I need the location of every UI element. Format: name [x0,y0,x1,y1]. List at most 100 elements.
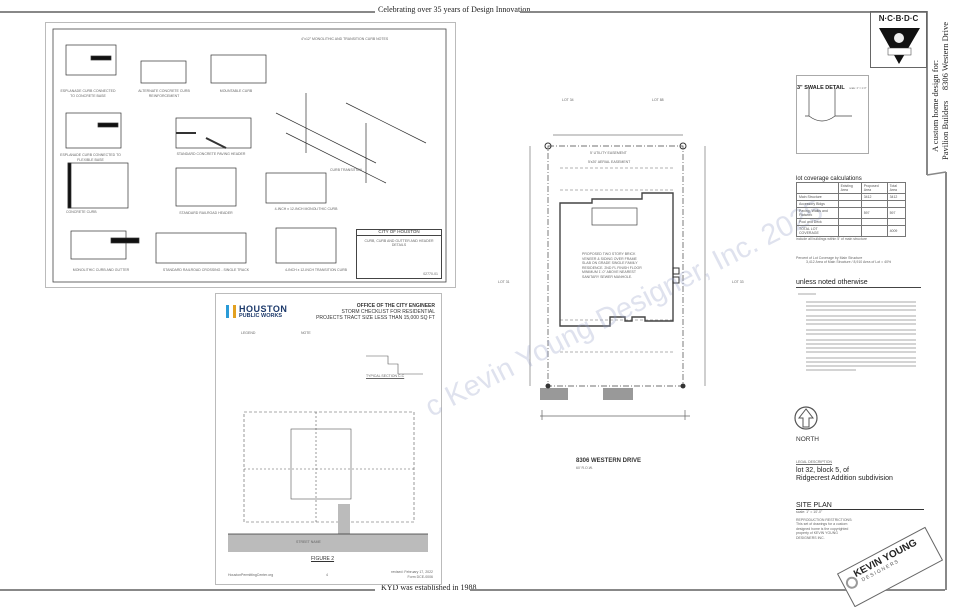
table-row: Accessory Bldgs [796,200,907,208]
notes-title: unless noted otherwise [796,279,921,288]
cell [886,218,907,226]
cell [860,200,888,208]
header-cell: Total Area [886,182,907,194]
building-note: PROPOSED TWO STORY BRICK VENEER & SIDING… [582,252,642,279]
cell: 3412 [886,193,907,201]
ncbdc-triangle-icon [879,28,920,64]
general-notes: unless noted otherwise [796,279,921,383]
revision-info: revised: February 17, 2022 Form DCE-0006 [391,570,433,579]
detail-label: MOUNTABLE CURB [219,89,253,93]
detail-label: STANDARD RAILROAD CROSSING - SINGLE TRAC… [162,268,250,272]
logo-mark [226,305,236,318]
footer-tagline: KYD was established in 1988 [381,583,477,592]
table-row: Pool and Deck [796,218,907,226]
curb-detail-drawings [52,28,447,283]
revised-date: revised: February 17, 2022 [391,570,433,574]
cell: TOTAL LOT COVERAGE [796,225,839,237]
detail-label: ESPLANADE CURB CONNECTED TO CONCRETE BAS… [60,89,116,98]
cell: Paving, Walks and Flatwork [796,207,839,219]
legal-label: LEGAL DESCRIPTION [796,460,833,464]
bottom-rule-right [470,589,945,591]
site-plan-scale: scale: 1" = 10'-0" [796,510,823,514]
detail-label: ALTERNATE CONCRETE CURB REINFORCEMENT [138,89,190,98]
cell [837,200,862,208]
page-number: 4 [326,573,328,577]
lot-label: LOT 33 [732,280,744,284]
header-cell [796,182,839,194]
form-number: Form DCE-0006 [407,574,433,579]
cell [860,225,888,237]
street-label: STREET NAME [296,540,321,544]
legal-line-2: Ridgecrest Addition subdivision [796,475,893,482]
table-row: TOTAL LOT COVERAGE 4009 [796,225,907,237]
coverage-note: include all buildings within 5' of main … [796,237,867,241]
percent-label: Percent of Lot Coverage by Main Structur… [796,255,863,260]
drainage-figure [228,355,428,552]
cell: 597 [886,207,907,219]
website-link[interactable]: HoustonPermittingCenter.org [228,573,274,577]
easement-label: 5' UTILITY EASEMENT [590,151,627,155]
easement-label: 5'x20' AERIAL EASEMENT [588,160,631,164]
note-title: NOTE [301,331,311,335]
notes-text-lines [798,293,916,371]
detail-label: MONOLITHIC CURB AND GUTTER [72,268,130,272]
project-address: 8306 Western Drive [940,22,950,91]
top-rule [0,11,375,13]
detail-label: STANDARD CONCRETE PAVING HEADER [176,152,246,156]
client-name: Pavilion Builders [940,100,950,160]
detail-label: CURB TRANSITION [329,168,363,172]
detail-label: 4-INCH x 12-INCH TRANSITION CURB [285,268,347,272]
project-title: A custom home design for: Pavilion Build… [930,22,950,160]
lot-label: LOT 34 [562,98,574,102]
storm-checklist-sheet: HOUSTON PUBLIC WORKS OFFICE OF THE CITY … [215,293,442,585]
cell [837,207,862,219]
checklist-header: OFFICE OF THE CITY ENGINEER STORM CHECKL… [316,303,435,321]
checklist-title-2: PROJECTS TRACT SIZE LESS THAN 15,000 SQ … [316,315,435,321]
section-label: TYPICAL SECTION C-C [366,374,405,378]
cell [860,218,888,226]
north-label: NORTH [796,436,819,443]
detail-label: ESPLANADE CURB CONNECTED TO FLEXIBLE BAS… [60,153,121,162]
reproduction-note: REPRODUCTION RESTRICTIONS: This set of d… [796,517,853,540]
percent-formula: 3,412 Area of Main Structure / 8,910 Are… [806,260,892,264]
cell: Accessory Bldgs [796,200,839,208]
legal-description: lot 32, block 5, of Ridgecrest Addition … [796,467,893,483]
swale-title: 3" SWALE DETAIL [797,85,845,91]
cell [886,200,907,208]
title-block-dwg: 02770-01 [423,271,438,276]
cell: Pool and Deck [796,218,839,226]
legend-title: LEGEND [241,331,256,335]
detail-label: STANDARD RAILROAD HEADER [179,211,233,215]
curb-notes-title: 4"x12" MONOLITHIC AND TRANSITION CURB NO… [301,37,389,41]
lot-label: LOT 31 [498,280,510,284]
header-tagline: Celebrating over 35 years of Design Inno… [378,5,531,14]
ncbdc-text: N·C·B·D·C [878,14,919,23]
swale-drawing [805,88,852,122]
title-block-agency: CITY OF HOUSTON [357,229,441,236]
detail-label: CONCRETE CURB [66,210,97,214]
cell: Main Structure [796,193,839,201]
cell: 4009 [886,225,907,237]
title-block-title: CURB, CURB AND GUTTER AND HEADER DETAILS [364,238,434,248]
lot-label: LOT 88 [652,98,664,102]
logo-public-works: PUBLIC WORKS [239,313,283,319]
row-width: 60' R.O.W. [576,466,593,470]
cell [837,225,862,237]
project-title-line1: A custom home design for: [930,59,940,152]
swale-detail: 3" SWALE DETAIL scale: 1" = 1'-0" [796,75,869,154]
office-title: OFFICE OF THE CITY ENGINEER [356,303,435,309]
curb-detail-sheet: ESPLANADE CURB CONNECTED TO CONCRETE BAS… [45,22,456,288]
checklist-title-1: STORM CHECKLIST FOR RESIDENTIAL [341,309,435,315]
figure-label: FIGURE 2 [311,556,335,562]
title-block: CITY OF HOUSTON CURB, CURB AND GUTTER AN… [356,229,442,279]
cell: 597 [860,207,888,219]
logo-houston: HOUSTON [239,304,288,314]
cell [837,218,862,226]
cell: 3412 [860,193,888,201]
swale-scale: scale: 1" = 1'-0" [849,87,867,90]
